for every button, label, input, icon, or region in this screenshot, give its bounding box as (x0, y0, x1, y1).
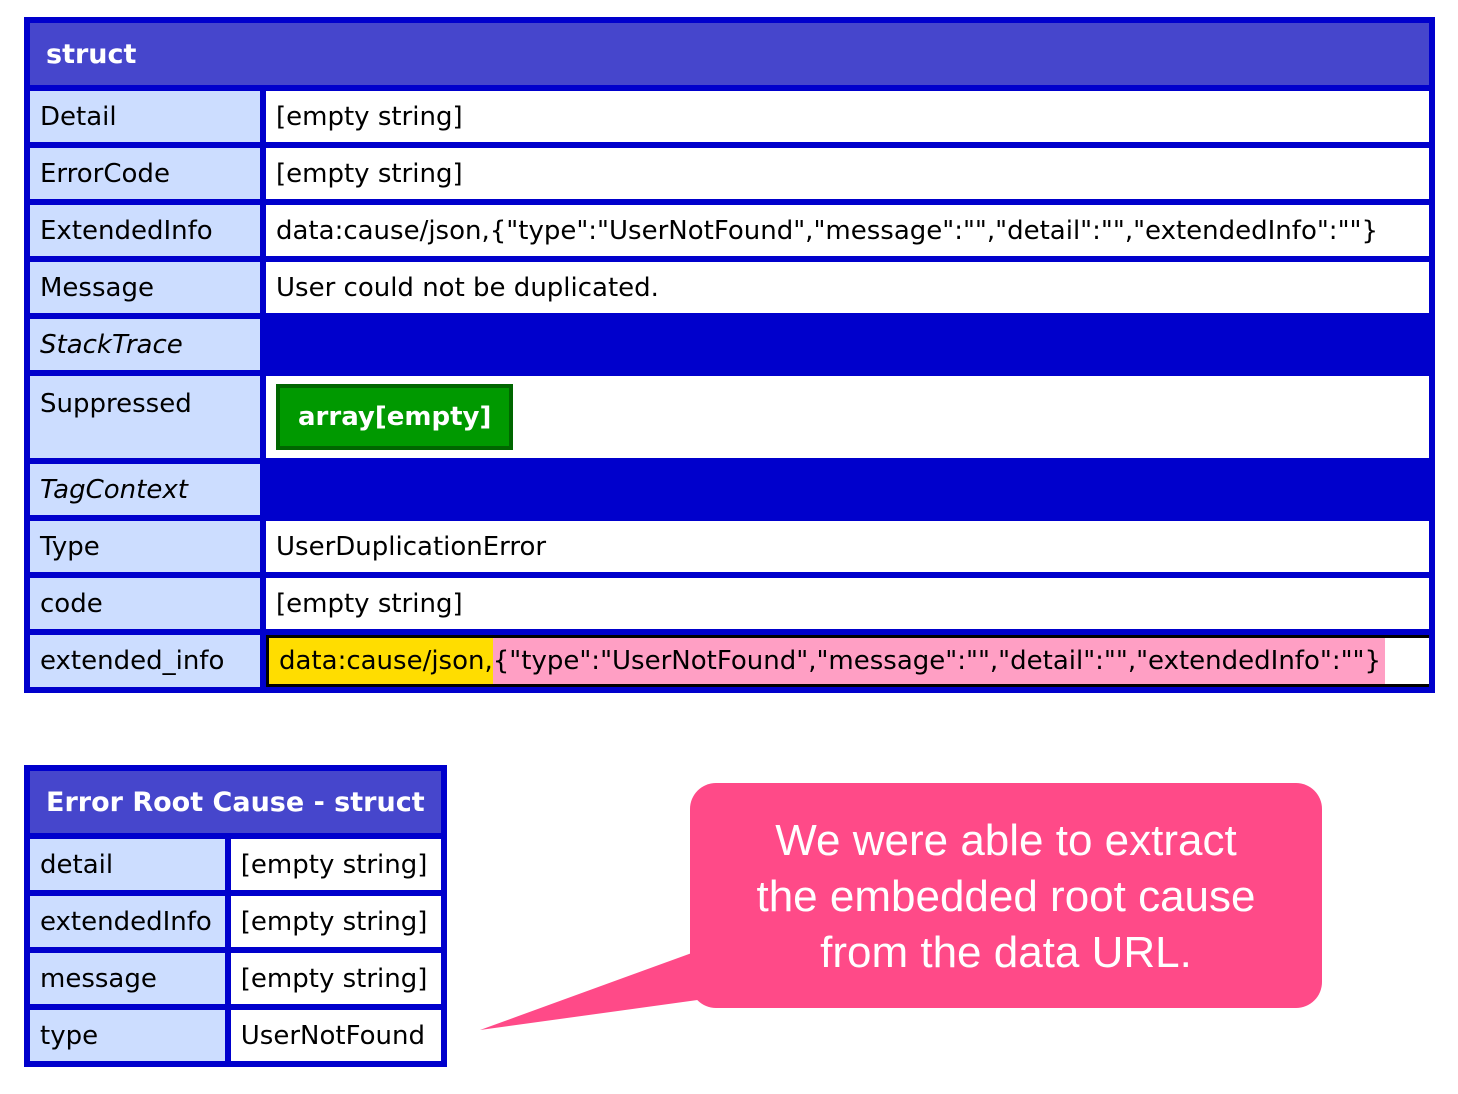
row-key-extended-info[interactable]: extended_info (30, 635, 260, 687)
root-value-message: [empty string] (230, 953, 441, 1004)
row-value-suppressed: array[empty] (266, 376, 1429, 458)
row-key-suppressed[interactable]: Suppressed (30, 376, 260, 458)
callout-bubble: We were able to extract the embedded roo… (690, 783, 1322, 1008)
struct-header[interactable]: struct (30, 23, 1429, 85)
row-value-detail: [empty string] (266, 91, 1429, 142)
callout-line-2: the embedded root cause (756, 872, 1256, 921)
root-cause-dump-table: Error Root Cause - struct detail [empty … (24, 765, 447, 1067)
data-url-json-highlight: {"type":"UserNotFound","message":"","det… (492, 638, 1386, 684)
table-row: Detail [empty string] (30, 91, 1429, 142)
struct-dump-table: struct Detail [empty string] ErrorCode [… (24, 17, 1435, 693)
row-key-type[interactable]: Type (30, 521, 260, 572)
row-key-code[interactable]: code (30, 578, 260, 629)
table-row: message [empty string] (30, 953, 441, 1004)
table-row: extendedInfo [empty string] (30, 896, 441, 947)
root-value-detail: [empty string] (230, 839, 441, 890)
row-value-errorcode: [empty string] (266, 148, 1429, 199)
root-value-extendedinfo: [empty string] (230, 896, 441, 947)
row-value-extendedinfo: data:cause/json,{"type":"UserNotFound","… (266, 205, 1429, 256)
table-row: detail [empty string] (30, 839, 441, 890)
table-row: code [empty string] (30, 578, 1429, 629)
table-row: TagContext (30, 464, 1429, 515)
root-key-detail[interactable]: detail (30, 839, 225, 890)
row-key-extendedinfo[interactable]: ExtendedInfo (30, 205, 260, 256)
row-value-code: [empty string] (266, 578, 1429, 629)
row-value-stacktrace (266, 319, 1429, 370)
table-row: StackTrace (30, 319, 1429, 370)
row-value-extended-info: data:cause/json,{"type":"UserNotFound","… (266, 635, 1429, 687)
data-url-prefix-highlight: data:cause/json, (269, 638, 493, 684)
row-value-message: User could not be duplicated. (266, 262, 1429, 313)
callout-line-1: We were able to extract (775, 816, 1237, 865)
callout-line-3: from the data URL. (820, 928, 1192, 977)
root-key-type[interactable]: type (30, 1010, 225, 1061)
table-row: Type UserDuplicationError (30, 521, 1429, 572)
root-cause-header[interactable]: Error Root Cause - struct (30, 771, 441, 833)
table-row: Message User could not be duplicated. (30, 262, 1429, 313)
table-row: type UserNotFound (30, 1010, 441, 1061)
row-value-type: UserDuplicationError (266, 521, 1429, 572)
table-row: Suppressed array[empty] (30, 376, 1429, 458)
row-key-stacktrace[interactable]: StackTrace (30, 319, 260, 370)
row-value-tagcontext (266, 464, 1429, 515)
array-empty-badge[interactable]: array[empty] (276, 384, 514, 450)
table-row: ErrorCode [empty string] (30, 148, 1429, 199)
row-key-tagcontext[interactable]: TagContext (30, 464, 260, 515)
root-value-type: UserNotFound (230, 1010, 441, 1061)
row-key-detail[interactable]: Detail (30, 91, 260, 142)
root-key-message[interactable]: message (30, 953, 225, 1004)
table-row: extended_info data:cause/json,{"type":"U… (30, 635, 1429, 687)
table-row: ExtendedInfo data:cause/json,{"type":"Us… (30, 205, 1429, 256)
root-key-extendedinfo[interactable]: extendedInfo (30, 896, 225, 947)
row-key-errorcode[interactable]: ErrorCode (30, 148, 260, 199)
row-key-message[interactable]: Message (30, 262, 260, 313)
